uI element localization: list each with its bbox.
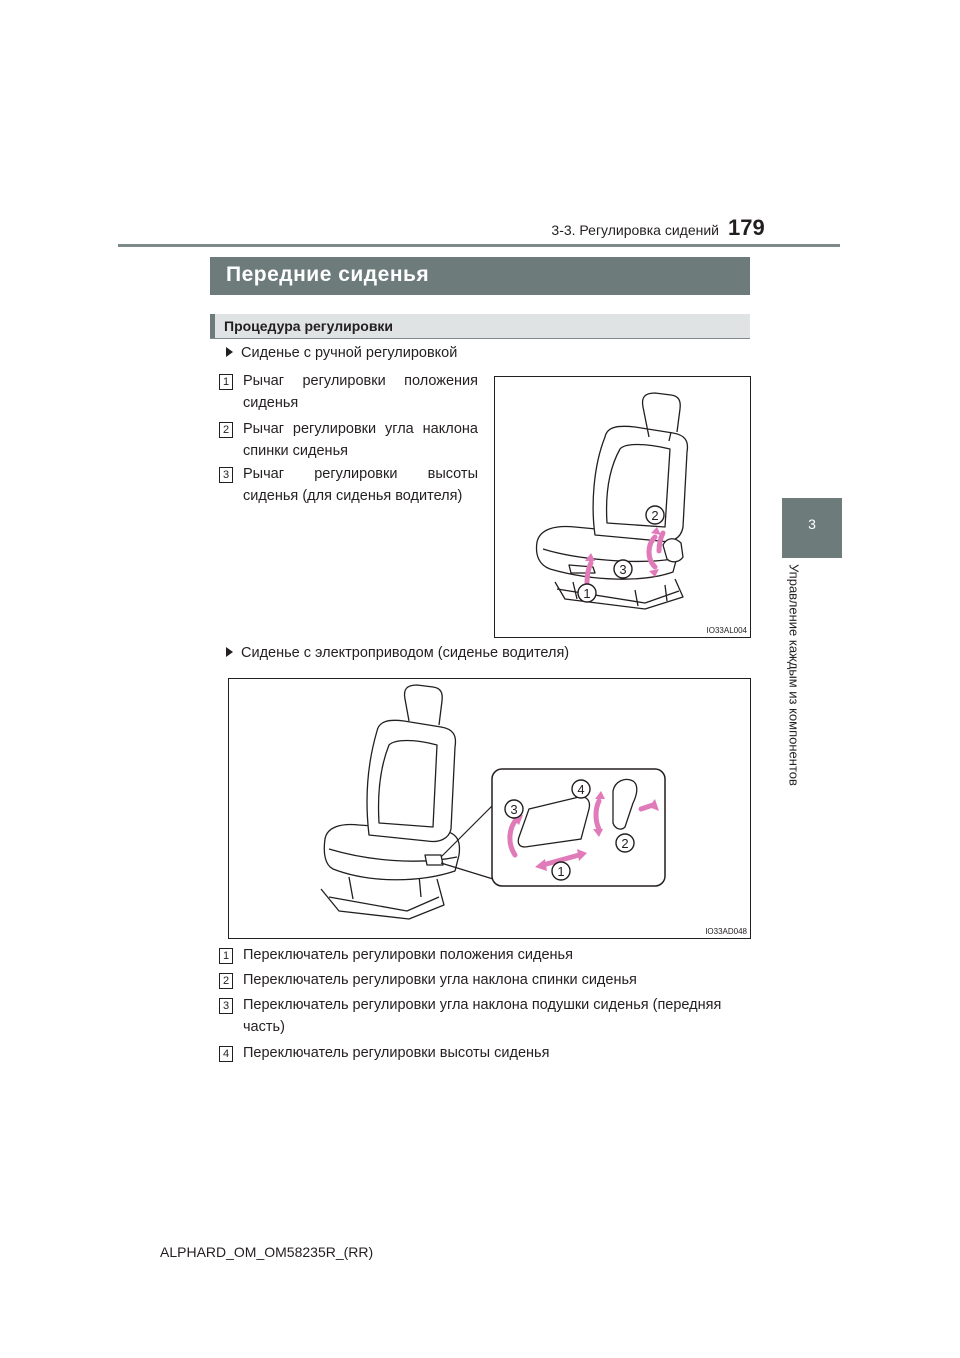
manual-item-3-line1: Рычаг регулировки высоты <box>243 466 478 482</box>
item-number-badge: 3 <box>219 467 233 483</box>
bullet-triangle-icon <box>226 647 233 657</box>
lever-arrow-1 <box>584 560 594 585</box>
section-title-bar: Передние сиденья <box>210 257 750 295</box>
manual-item-2-line2: спинки сиденья <box>243 443 348 459</box>
figure-code: IO33AL004 <box>706 626 747 635</box>
power-item-1-line1: Переключатель регулировки положения сиде… <box>243 947 573 963</box>
callout-label: 2 <box>621 836 628 851</box>
chapter-title-vertical: Управление каждым из компонентов <box>780 564 808 804</box>
manual-item-3-line2: сиденья (для сиденья водителя) <box>243 488 463 504</box>
subsection-title: Процедура регулировки <box>224 318 394 334</box>
power-item-1: Переключатель регулировки положения сиде… <box>243 944 753 966</box>
power-item-2-line1: Переключатель регулировки угла наклона с… <box>243 972 637 988</box>
tilt-arrow-3 <box>507 816 520 858</box>
item-number-badge: 3 <box>219 998 233 1014</box>
power-seat-heading-text: Сиденье с электроприводом (сиденье водит… <box>241 645 570 661</box>
section-reference: 3-3. Регулировка сидений <box>551 222 719 238</box>
manual-item-3: Рычаг регулировки высоты сиденья (для си… <box>243 463 478 507</box>
power-item-3-line2: часть) <box>243 1019 285 1035</box>
item-number-badge: 2 <box>219 422 233 438</box>
item-number-badge: 1 <box>219 374 233 390</box>
page-number: 179 <box>728 215 765 240</box>
manual-seat-heading-text: Сиденье с ручной регулировкой <box>241 345 458 361</box>
subsection-bar: Процедура регулировки <box>210 314 750 339</box>
height-arrow-4 <box>593 798 602 832</box>
item-number-badge: 4 <box>219 1046 233 1062</box>
manual-item-1-line1: Рычаг регулировки положения <box>243 373 478 389</box>
slide-arrow-1 <box>540 852 582 868</box>
header-rule <box>118 244 840 247</box>
item-number-badge: 2 <box>219 973 233 989</box>
power-item-3: Переключатель регулировки угла наклона п… <box>243 994 753 1038</box>
section-title: Передние сиденья <box>226 263 430 286</box>
manual-item-2: Рычаг регулировки угла наклона спинки си… <box>243 418 478 462</box>
chapter-tab: 3 <box>782 498 842 558</box>
power-item-4: Переключатель регулировки высоты сиденья <box>243 1042 753 1064</box>
subsection-accent <box>210 314 215 338</box>
manual-item-1: Рычаг регулировки положения сиденья <box>243 370 478 414</box>
manual-item-2-line1: Рычаг регулировки угла наклона <box>243 421 478 437</box>
power-seat-illustration: 1 2 3 4 <box>320 684 666 920</box>
chapter-number: 3 <box>808 516 816 532</box>
power-item-4-line1: Переключатель регулировки высоты сиденья <box>243 1045 550 1061</box>
manual-seat-figure: 1 2 3 IO33AL004 <box>494 376 751 638</box>
callout-label: 3 <box>510 802 517 817</box>
callout-label: 2 <box>651 508 658 523</box>
chapter-title: Управление каждым из компонентов <box>786 564 802 786</box>
lever-arrow-2 <box>656 530 666 554</box>
bullet-triangle-icon <box>226 347 233 357</box>
power-seat-figure: 1 2 3 4 IO33AD048 <box>228 678 751 939</box>
callout-label: 1 <box>557 864 564 879</box>
callout-label: 1 <box>583 586 590 601</box>
lever-arrow-3 <box>646 534 658 570</box>
callout-label: 3 <box>619 562 626 577</box>
item-number-badge: 1 <box>219 948 233 964</box>
power-item-2: Переключатель регулировки угла наклона с… <box>243 969 753 991</box>
document-code: ALPHARD_OM_OM58235R_(RR) <box>160 1244 374 1260</box>
manual-seat-illustration: 1 2 3 <box>535 392 689 610</box>
power-item-3-line1: Переключатель регулировки угла наклона п… <box>243 997 722 1013</box>
manual-item-1-line2: сиденья <box>243 395 299 411</box>
callout-label: 4 <box>577 782 584 797</box>
power-seat-heading: Сиденье с электроприводом (сиденье водит… <box>226 645 569 661</box>
figure-code: IO33AD048 <box>705 927 747 936</box>
manual-seat-heading: Сиденье с ручной регулировкой <box>226 345 457 361</box>
